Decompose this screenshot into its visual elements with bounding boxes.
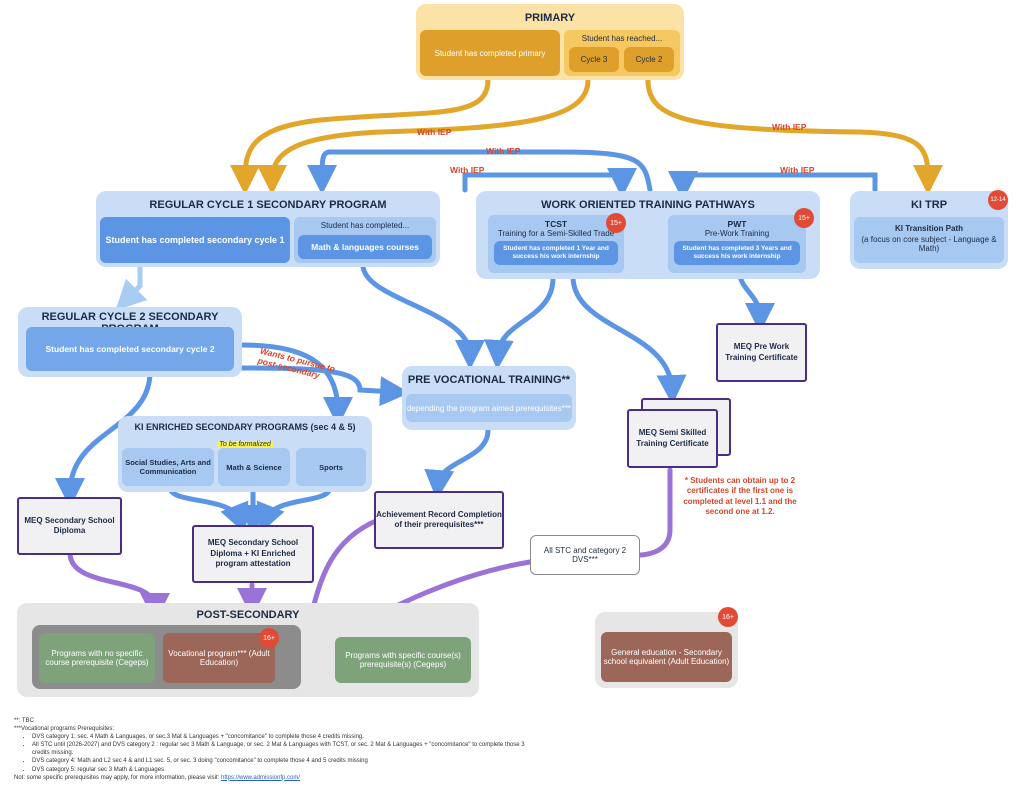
- sports-box: Sports: [296, 448, 366, 486]
- math-languages-box: Math & languages courses: [298, 235, 432, 259]
- iep-label-5: With IEP: [780, 165, 815, 175]
- specific-prereq-programs-box: Programs with specific course(s) prerequ…: [335, 637, 471, 683]
- tcst-subtitle: Training for a Semi-Skilled Trade: [497, 229, 615, 238]
- pwt-age-badge: 15+: [794, 208, 814, 228]
- pre-vocational-group: PRE VOCATIONAL TRAINING** depending the …: [402, 366, 576, 430]
- ki-enriched-title: KI ENRICHED SECONDARY PROGRAMS (sec 4 & …: [134, 422, 356, 432]
- footnotes: **: TBC ***Vocational programs Prerequis…: [14, 717, 534, 782]
- pwt-requirement: Student has completed 3 Years and succes…: [674, 241, 800, 265]
- all-stc-dvs-box: All STC and category 2 DVS***: [530, 535, 640, 575]
- work-oriented-title: WORK ORIENTED TRAINING PATHWAYS: [541, 199, 755, 211]
- tcst-title: TCST: [544, 219, 568, 229]
- footnote-item: DVS category 4: Math and L2 sec 4 & and …: [32, 757, 534, 765]
- iep-label-4: With IEP: [450, 165, 485, 175]
- achievement-record: Achievement Record Completion of their p…: [374, 491, 504, 549]
- regular-cycle1-title: REGULAR CYCLE 1 SECONDARY PROGRAM: [149, 199, 387, 211]
- footnote-item: All STC until (2026-2027) and DVS catego…: [32, 741, 534, 757]
- meq-prework-certificate: MEQ Pre Work Training Certificate: [716, 323, 807, 382]
- footnote-item: DVS category 5: regular sec 3 Math & Lan…: [32, 766, 534, 774]
- social-studies-box: Social Studies, Arts and Communication: [122, 448, 214, 486]
- pwt-box: PWT Pre-Work Training Student has comple…: [668, 215, 806, 273]
- post-secondary-title: POST-SECONDARY: [196, 609, 300, 621]
- ki-transition-title: KI Transition Path: [894, 224, 963, 233]
- regular-cycle2-group: REGULAR CYCLE 2 SECONDARY PROGRAM Studen…: [18, 307, 242, 377]
- primary-title: PRIMARY: [524, 12, 576, 24]
- iep-label-3: With IEP: [486, 146, 521, 156]
- post-secondary-group: POST-SECONDARY Programs with no specific…: [17, 603, 479, 697]
- general-education-age-badge: 16+: [718, 607, 738, 627]
- admission-link[interactable]: https://www.admissionfp.com/: [220, 774, 301, 781]
- pre-vocational-desc: depending the program aimed prerequisite…: [406, 394, 572, 422]
- to-be-formalized-note: To be formalized: [217, 441, 273, 448]
- ki-transition-box: KI Transition Path (a focus on core subj…: [854, 217, 1004, 263]
- primary-completed-box: Student has completed primary: [420, 30, 560, 76]
- tcst-requirement: Student has completed 1 Year and success…: [494, 241, 618, 265]
- footnote-prereq-title: ***Vocational programs Prerequisites:: [14, 726, 115, 733]
- no-prereq-programs-box: Programs with no specific course prerequ…: [39, 633, 155, 683]
- ki-trp-age-badge: 12-14: [988, 190, 1008, 210]
- footnote-tbc: **: TBC: [14, 718, 34, 724]
- pwt-title: PWT: [727, 219, 747, 229]
- regular-cycle1-group: REGULAR CYCLE 1 SECONDARY PROGRAM Studen…: [96, 191, 440, 267]
- meq-secondary-diploma: MEQ Secondary School Diploma: [17, 497, 122, 555]
- footnote-item: DVS category 1: sec. 4 Math & Languages,…: [32, 733, 534, 741]
- cycle2-completed-box: Student has completed secondary cycle 2: [26, 327, 234, 371]
- cycle2-box: Cycle 2: [624, 47, 674, 72]
- meq-semi-skilled-certificate: MEQ Semi Skilled Training Certificate: [627, 409, 718, 468]
- footnote-footer-text: Not: some specific prerequisites may app…: [14, 774, 221, 781]
- tcst-box: TCST Training for a Semi-Skilled Trade S…: [488, 215, 624, 273]
- cycle1-sub-header: Student has completed...: [320, 221, 410, 230]
- primary-group: PRIMARY Student has completed primary St…: [416, 4, 684, 80]
- vocational-program-box: Vocational program*** (Adult Education): [163, 633, 275, 683]
- work-oriented-group: WORK ORIENTED TRAINING PATHWAYS TCST Tra…: [476, 191, 820, 279]
- primary-reached-group: Student has reached... Cycle 3 Cycle 2: [564, 30, 680, 76]
- cycle1-sub-group: Student has completed... Math & language…: [294, 217, 436, 263]
- ki-trp-group: KI TRP KI Transition Path (a focus on co…: [850, 191, 1008, 269]
- primary-reached-header: Student has reached...: [581, 34, 663, 43]
- students-certificates-note: * Students can obtain up to 2 certificat…: [683, 476, 797, 517]
- iep-label-2: With IEP: [772, 122, 807, 132]
- ki-trp-title: KI TRP: [910, 199, 948, 211]
- ki-enriched-group: KI ENRICHED SECONDARY PROGRAMS (sec 4 & …: [118, 416, 372, 492]
- general-education-box: General education - Secondary school equ…: [601, 632, 732, 682]
- iep-label-1: With IEP: [417, 127, 452, 137]
- tcst-age-badge: 15+: [606, 213, 626, 233]
- pwt-subtitle: Pre-Work Training: [704, 229, 770, 238]
- pre-vocational-title: PRE VOCATIONAL TRAINING**: [407, 374, 571, 386]
- cycle1-completed-box: Student has completed secondary cycle 1: [100, 217, 290, 263]
- cycle3-box: Cycle 3: [569, 47, 619, 72]
- meq-diploma-ki-enriched: MEQ Secondary School Diploma + KI Enrich…: [192, 525, 314, 583]
- ki-transition-desc: (a focus on core subject - Language & Ma…: [861, 235, 997, 253]
- footnote-footer: Not: some specific prerequisites may app…: [14, 774, 534, 782]
- general-education-group: General education - Secondary school equ…: [595, 612, 738, 688]
- math-science-box: Math & Science: [218, 448, 290, 486]
- vocational-age-badge: 16+: [259, 628, 279, 648]
